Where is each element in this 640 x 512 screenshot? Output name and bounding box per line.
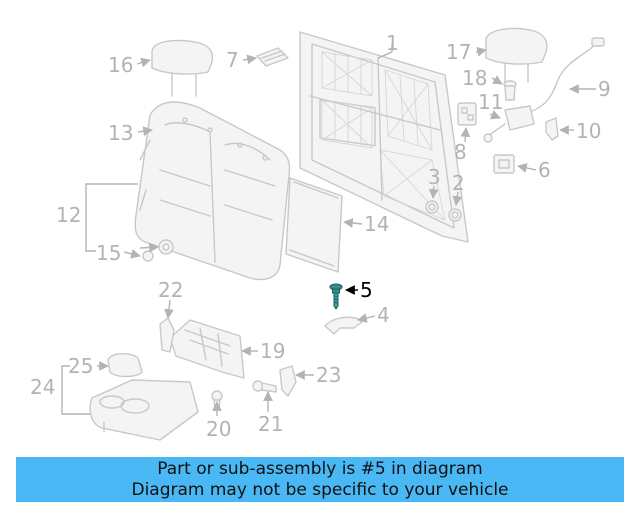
callout-14: 14: [364, 212, 389, 236]
parts-diagram: 1 2 3 4 5 6 7 8 9 10 11 12 13 14 15 16 1…: [30, 27, 611, 441]
headrest-part-16: [151, 39, 214, 97]
callout-23: 23: [316, 363, 341, 387]
callout-labels: 1 2 3 4 5 6 7 8 9 10 11 12 13 14 15 16 1…: [30, 31, 611, 441]
callout-17: 17: [446, 40, 471, 64]
latch-part-11: [483, 105, 535, 143]
callout-8: 8: [454, 140, 467, 164]
armrest-part-24: [89, 379, 199, 441]
callout-25: 25: [68, 354, 93, 378]
seat-cushion-part-13: [134, 101, 291, 281]
callout-22: 22: [158, 278, 183, 302]
banner-line-2: Diagram may not be specific to your vehi…: [131, 479, 509, 500]
callout-1: 1: [386, 31, 399, 55]
callout-3: 3: [428, 165, 441, 189]
seat-back-frame: [299, 31, 469, 243]
callout-12: 12: [56, 203, 81, 227]
cover-part-7: [256, 47, 289, 67]
callout-21: 21: [258, 412, 283, 436]
bracket-part-19: [169, 319, 245, 379]
cable-part-9: [529, 37, 605, 113]
callout-7: 7: [226, 48, 239, 72]
callout-4: 4: [377, 303, 390, 327]
callout-16: 16: [108, 53, 133, 77]
callout-19: 19: [260, 339, 285, 363]
cup-holder-part-25: [107, 353, 143, 378]
headrest-part-17: [485, 27, 548, 83]
callout-2: 2: [452, 171, 465, 195]
clip-part-6: [493, 154, 515, 174]
washer-part-15: [142, 239, 174, 262]
panel-part-14: [285, 177, 343, 273]
bolt-part-21: [252, 380, 277, 393]
latch-part-23: [279, 365, 297, 397]
screw-part-5: [329, 283, 343, 310]
info-banner: Part or sub-assembly is #5 in diagram Di…: [16, 457, 624, 502]
callout-20: 20: [206, 417, 231, 441]
latch-part-10: [545, 117, 559, 141]
guide-part-18: [503, 80, 517, 101]
switch-part-8: [457, 102, 477, 126]
callout-18: 18: [462, 66, 487, 90]
bolt-part-3: [425, 200, 439, 214]
callout-15: 15: [96, 241, 121, 265]
bracket-part-4: [324, 316, 363, 335]
callout-24: 24: [30, 375, 55, 399]
callout-6: 6: [538, 158, 551, 182]
callout-13: 13: [108, 121, 133, 145]
bolt-part-2: [448, 208, 462, 222]
callout-10: 10: [576, 119, 601, 143]
callout-11: 11: [478, 90, 503, 114]
banner-line-1: Part or sub-assembly is #5 in diagram: [157, 458, 483, 479]
leader-lines: [61, 44, 596, 416]
callout-5: 5: [360, 278, 373, 302]
hinge-part-22: [159, 317, 175, 353]
callout-9: 9: [598, 77, 611, 101]
